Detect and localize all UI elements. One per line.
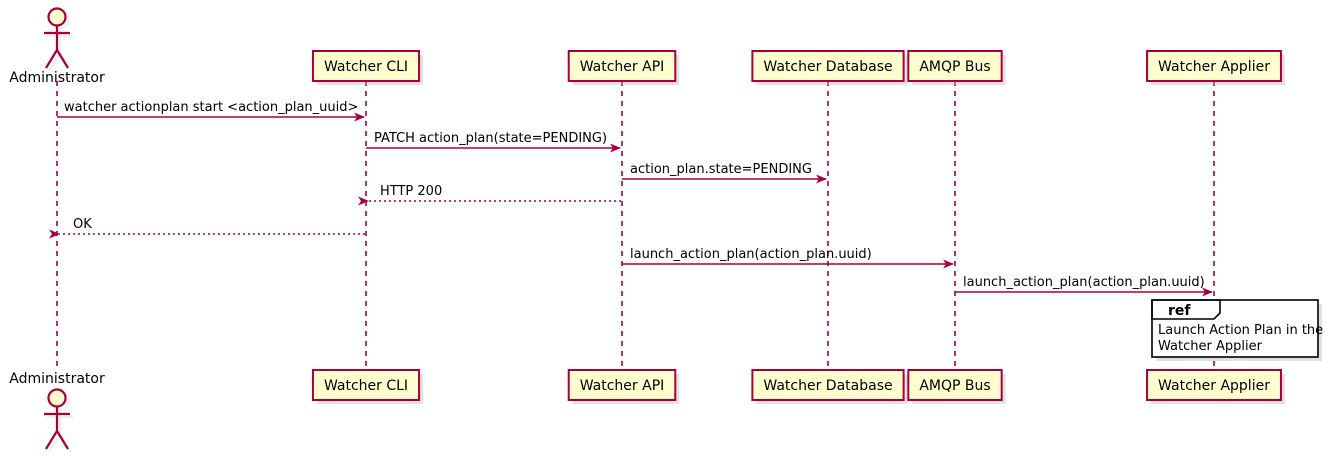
message-label-5: OK: [73, 217, 92, 232]
participant-label-watcher-api: Watcher API: [580, 378, 665, 394]
participant-label-watcher-db: Watcher Database: [763, 378, 892, 394]
participant-administrator[interactable]: Administrator: [9, 7, 105, 87]
message-4: HTTP 200: [358, 184, 621, 206]
participant-label-watcher-applier: Watcher Applier: [1158, 378, 1270, 394]
participant-watcher-db[interactable]: Watcher Database: [751, 369, 908, 404]
participant-label-watcher-db: Watcher Database: [763, 59, 892, 75]
message-5: OK: [49, 217, 365, 239]
ref-tab-label: ref: [1168, 303, 1191, 319]
ref-body-line-1: Launch Action Plan in the: [1158, 323, 1323, 338]
participant-watcher-db[interactable]: Watcher Database: [751, 50, 908, 85]
message-1: watcher actionplan start <action_plan_uu…: [57, 100, 365, 122]
ref-body-line-2: Watcher Applier: [1158, 339, 1263, 354]
participant-label-watcher-applier: Watcher Applier: [1158, 59, 1270, 75]
participant-watcher-cli[interactable]: Watcher CLI: [311, 50, 424, 85]
participant-watcher-api[interactable]: Watcher API: [567, 369, 680, 404]
participant-label-amqp-bus: AMQP Bus: [919, 378, 990, 394]
participant-watcher-api[interactable]: Watcher API: [567, 50, 680, 85]
participant-label-watcher-cli: Watcher CLI: [324, 378, 408, 394]
message-7: launch_action_plan(action_plan.uuid): [955, 275, 1213, 297]
message-label-2: PATCH action_plan(state=PENDING): [374, 131, 607, 146]
message-label-3: action_plan.state=PENDING: [630, 162, 812, 177]
message-label-6: launch_action_plan(action_plan.uuid): [630, 247, 872, 262]
participant-amqp-bus[interactable]: AMQP Bus: [907, 50, 1006, 85]
participant-amqp-bus[interactable]: AMQP Bus: [907, 369, 1006, 404]
message-label-1: watcher actionplan start <action_plan_uu…: [64, 100, 358, 115]
message-6: launch_action_plan(action_plan.uuid): [622, 247, 954, 269]
participant-label-watcher-cli: Watcher CLI: [324, 59, 408, 75]
participant-label-amqp-bus: AMQP Bus: [919, 59, 990, 75]
participant-label-administrator: Administrator: [9, 371, 105, 387]
message-label-7: launch_action_plan(action_plan.uuid): [963, 275, 1205, 290]
participant-label-watcher-api: Watcher API: [580, 59, 665, 75]
participant-label-administrator: Administrator: [9, 70, 105, 86]
message-label-4: HTTP 200: [380, 184, 442, 199]
participant-administrator[interactable]: Administrator: [9, 371, 105, 453]
participant-watcher-applier[interactable]: Watcher Applier: [1146, 369, 1285, 404]
participant-watcher-applier[interactable]: Watcher Applier: [1146, 50, 1285, 85]
message-3: action_plan.state=PENDING: [622, 162, 827, 184]
participant-watcher-cli[interactable]: Watcher CLI: [311, 369, 424, 404]
message-2: PATCH action_plan(state=PENDING): [366, 131, 621, 153]
